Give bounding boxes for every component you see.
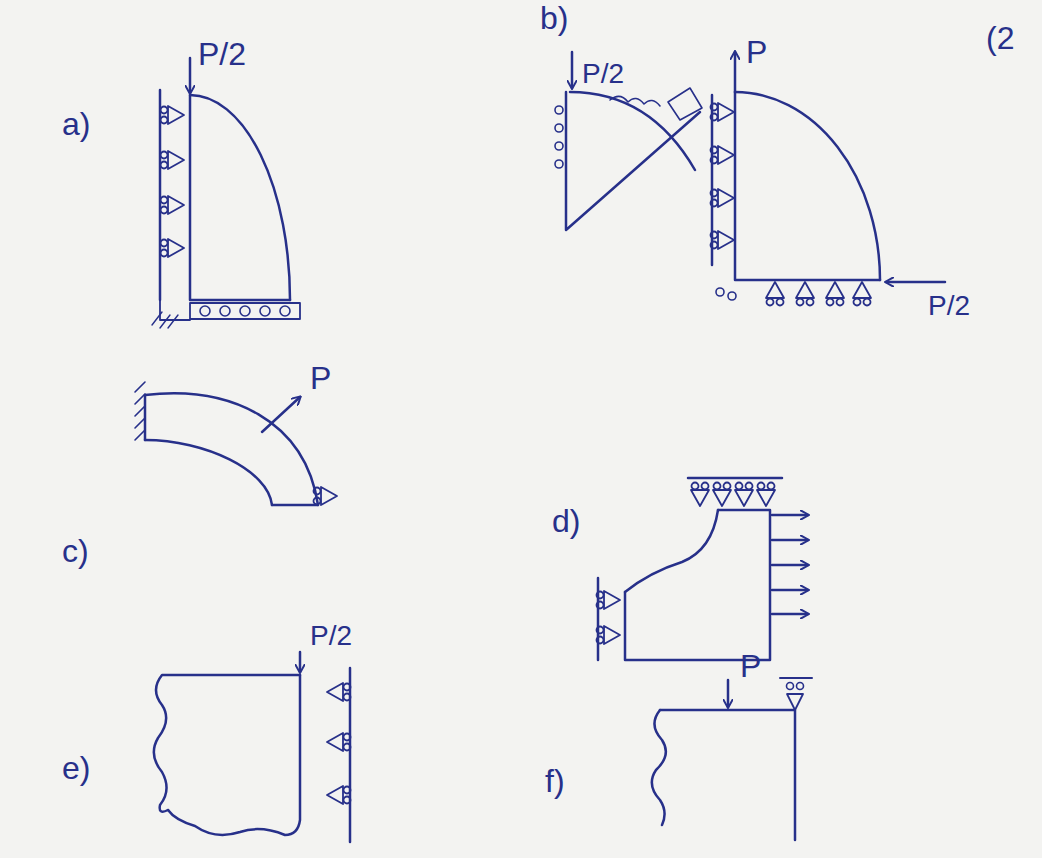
panel-letter: e)	[62, 752, 90, 784]
load-label: P	[310, 362, 331, 394]
panel-letter: c)	[62, 535, 89, 567]
panel-letter: d)	[552, 505, 580, 537]
load-label: P	[746, 36, 767, 68]
panel-letter: a)	[62, 108, 90, 140]
load-label: P	[740, 650, 761, 682]
load-label: (2	[986, 22, 1014, 54]
load-label: P/2	[582, 60, 624, 88]
panel-letter: b)	[540, 2, 568, 34]
panel-letter: f)	[545, 765, 565, 797]
load-label: P/2	[928, 292, 970, 320]
load-label: P/2	[198, 38, 246, 70]
load-label: P/2	[310, 622, 352, 650]
